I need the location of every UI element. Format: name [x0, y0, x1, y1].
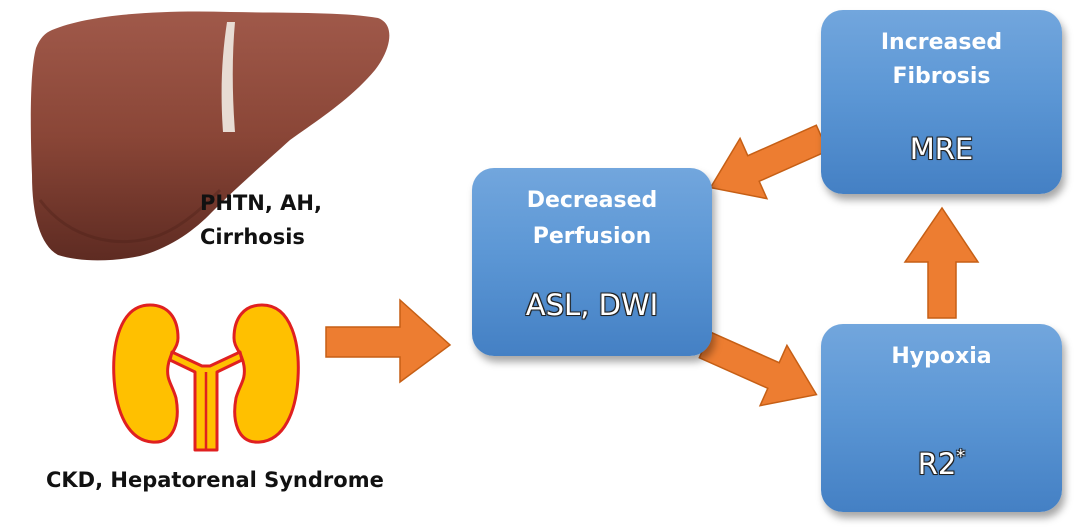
hypoxia-box: Hypoxia R2*: [821, 324, 1062, 512]
liver-label-line2: Cirrhosis: [200, 225, 305, 249]
box-title-line2: Perfusion: [532, 224, 652, 249]
box-title-line1: Decreased: [526, 188, 658, 213]
right-kidney-shape: [232, 303, 300, 444]
left-kidney-shape: [112, 303, 180, 444]
liver-ligament: [221, 22, 235, 132]
box-method: MRE: [909, 132, 974, 166]
box-title-line1: Increased: [880, 30, 1003, 55]
box-method: R2*: [821, 440, 1062, 481]
arrow-hypoxia-to-fibrosis: [903, 206, 980, 319]
box-title: Hypoxia: [891, 344, 992, 369]
kidney-label: CKD, Hepatorenal Syndrome: [46, 468, 384, 492]
arrow-kidney-to-perfusion: [325, 298, 452, 384]
liver-shading: [38, 188, 222, 243]
kidney-illustration: [112, 303, 300, 452]
decreased-perfusion-box: Decreased Perfusion ASL, DWI: [472, 168, 712, 356]
box-method: ASL, DWI: [525, 288, 659, 322]
liver-label-line1: PHTN, AH,: [200, 191, 322, 215]
liver-illustration: [30, 11, 390, 261]
liver-shape: [30, 11, 390, 261]
method-superscript: *: [956, 446, 966, 467]
liver-label: PHTN, AH, Cirrhosis: [200, 186, 322, 254]
increased-fibrosis-box: Increased Fibrosis MRE: [821, 10, 1062, 194]
arrow-perfusion-to-hypoxia: [698, 331, 818, 407]
box-title-line2: Fibrosis: [892, 64, 991, 89]
method-base: R2: [917, 447, 957, 481]
arrow-fibrosis-to-perfusion: [709, 124, 829, 200]
